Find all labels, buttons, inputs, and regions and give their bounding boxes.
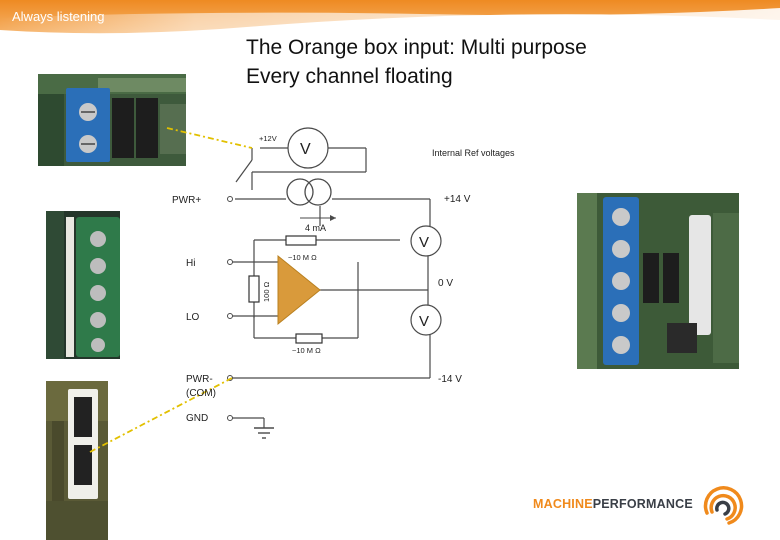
- resistor-bottom: [295, 333, 323, 344]
- label-supply: +12V: [259, 134, 277, 143]
- label-pwr-minus-2: (COM): [186, 388, 216, 399]
- photo-bottom-left-dip-switch: [46, 381, 108, 540]
- label-res-bottom: ~10 M Ω: [292, 346, 321, 355]
- terminal-pwr-plus: [227, 196, 233, 202]
- tagline: Always listening: [12, 9, 105, 24]
- label-res-top: ~10 M Ω: [288, 253, 317, 262]
- photo-right-terminal-strip: [577, 193, 739, 369]
- label-pwr-plus: PWR+: [172, 195, 201, 206]
- label-hi: Hi: [186, 258, 195, 269]
- voltmeter-lower: [410, 304, 442, 336]
- current-arrow-head: [330, 215, 336, 221]
- ground-symbol: [254, 427, 274, 439]
- label-current: 4 mA: [305, 223, 326, 233]
- terminal-lo: [227, 313, 233, 319]
- label-meter-lower: V: [419, 313, 429, 330]
- current-source-circle-left: [286, 178, 314, 206]
- switch-blade: [235, 159, 253, 183]
- callout-line-bottom: [89, 377, 233, 453]
- title-line-2: Every channel floating: [246, 65, 453, 88]
- label-meter-top: V: [300, 141, 311, 158]
- label-zero-v: 0 V: [438, 278, 453, 289]
- photo-top-left-terminal: [38, 74, 186, 166]
- label-plus14: +14 V: [444, 194, 471, 205]
- voltmeter-top: [287, 127, 329, 169]
- photo-left-terminal-strip: [46, 211, 120, 359]
- label-ref-voltages: Internal Ref voltages: [432, 148, 515, 158]
- title-line-1: The Orange box input: Multi purpose: [246, 36, 587, 59]
- company-logo: MACHINEPERFORMANCE: [533, 486, 773, 526]
- callout-line-top: [166, 127, 253, 149]
- label-pwr-minus-1: PWR-: [186, 374, 213, 385]
- terminal-gnd: [227, 415, 233, 421]
- header-banner: Always listening: [0, 0, 780, 40]
- label-meter-upper: V: [419, 234, 429, 251]
- resistor-shunt: [248, 275, 260, 303]
- logo-word-machine: MACHINE: [533, 497, 593, 511]
- slide-title: The Orange box input: Multi purpose Ever…: [246, 33, 726, 91]
- amplifier-triangle: [277, 254, 321, 326]
- terminal-hi: [227, 259, 233, 265]
- label-res-shunt: 100 Ω: [262, 281, 271, 302]
- voltmeter-upper: [410, 225, 442, 257]
- label-lo: LO: [186, 312, 200, 323]
- logo-word-performance: PERFORMANCE: [592, 497, 693, 511]
- label-gnd: GND: [186, 413, 208, 424]
- current-source-circle-right: [304, 178, 332, 206]
- label-minus14: -14 V: [438, 374, 462, 385]
- logo-spiral-icon: [703, 486, 744, 525]
- logo-wordmark: MACHINEPERFORMANCE: [533, 497, 693, 511]
- resistor-top: [285, 235, 317, 246]
- banner-background: [0, 0, 780, 40]
